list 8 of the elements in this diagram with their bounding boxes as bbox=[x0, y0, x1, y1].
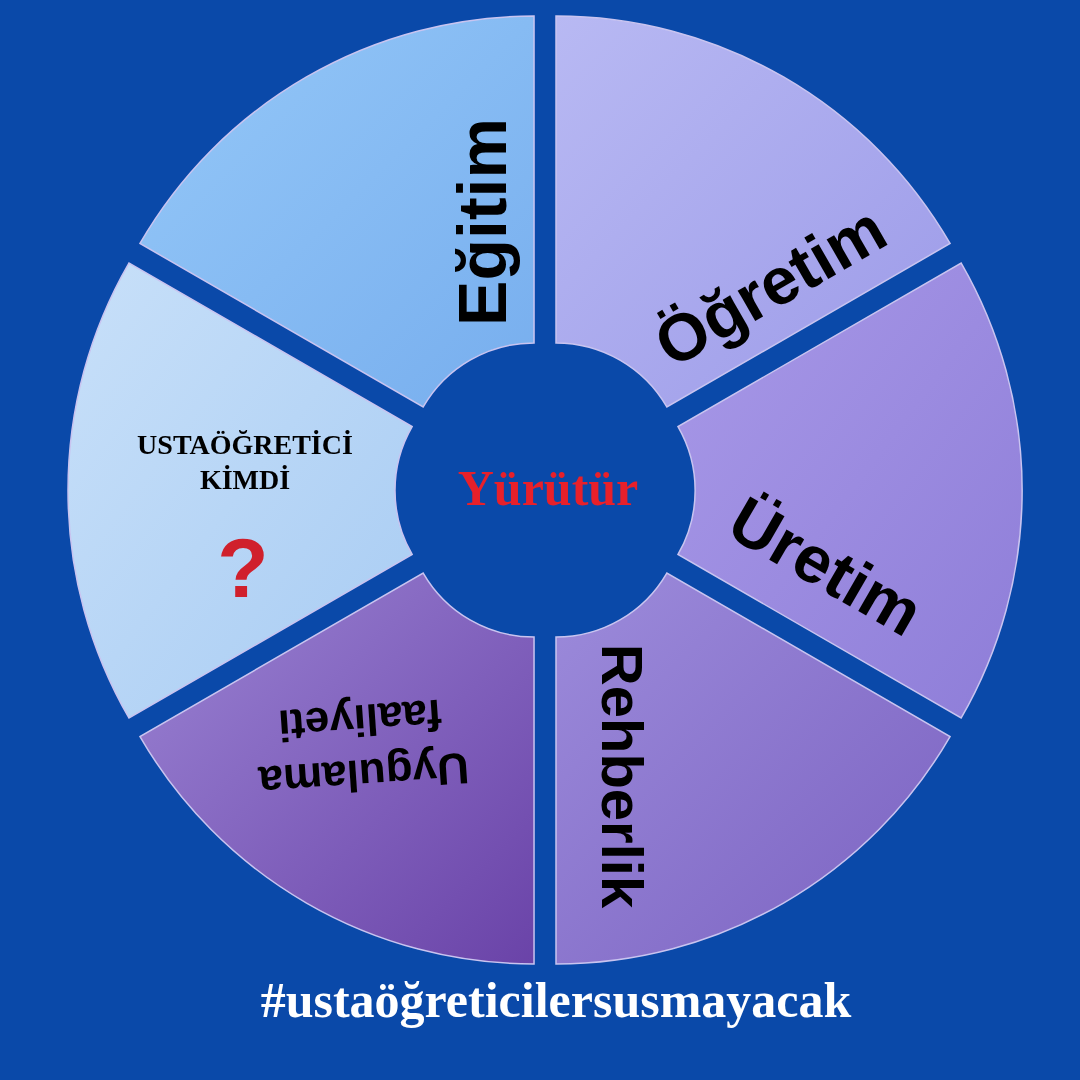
center-label: Yürütür bbox=[457, 459, 639, 517]
segment-label: Rehberlik bbox=[593, 643, 651, 909]
question-mark: ? bbox=[217, 526, 269, 610]
ring-segment bbox=[556, 15, 951, 407]
segment-label: USTAÖĞRETİCİ KİMDİ bbox=[136, 428, 354, 497]
segment-label: Uygulama faaliyeti bbox=[256, 689, 472, 810]
ring-segment bbox=[139, 15, 534, 407]
hashtag-text: #ustaöğreticilersusmayacak bbox=[260, 971, 852, 1029]
